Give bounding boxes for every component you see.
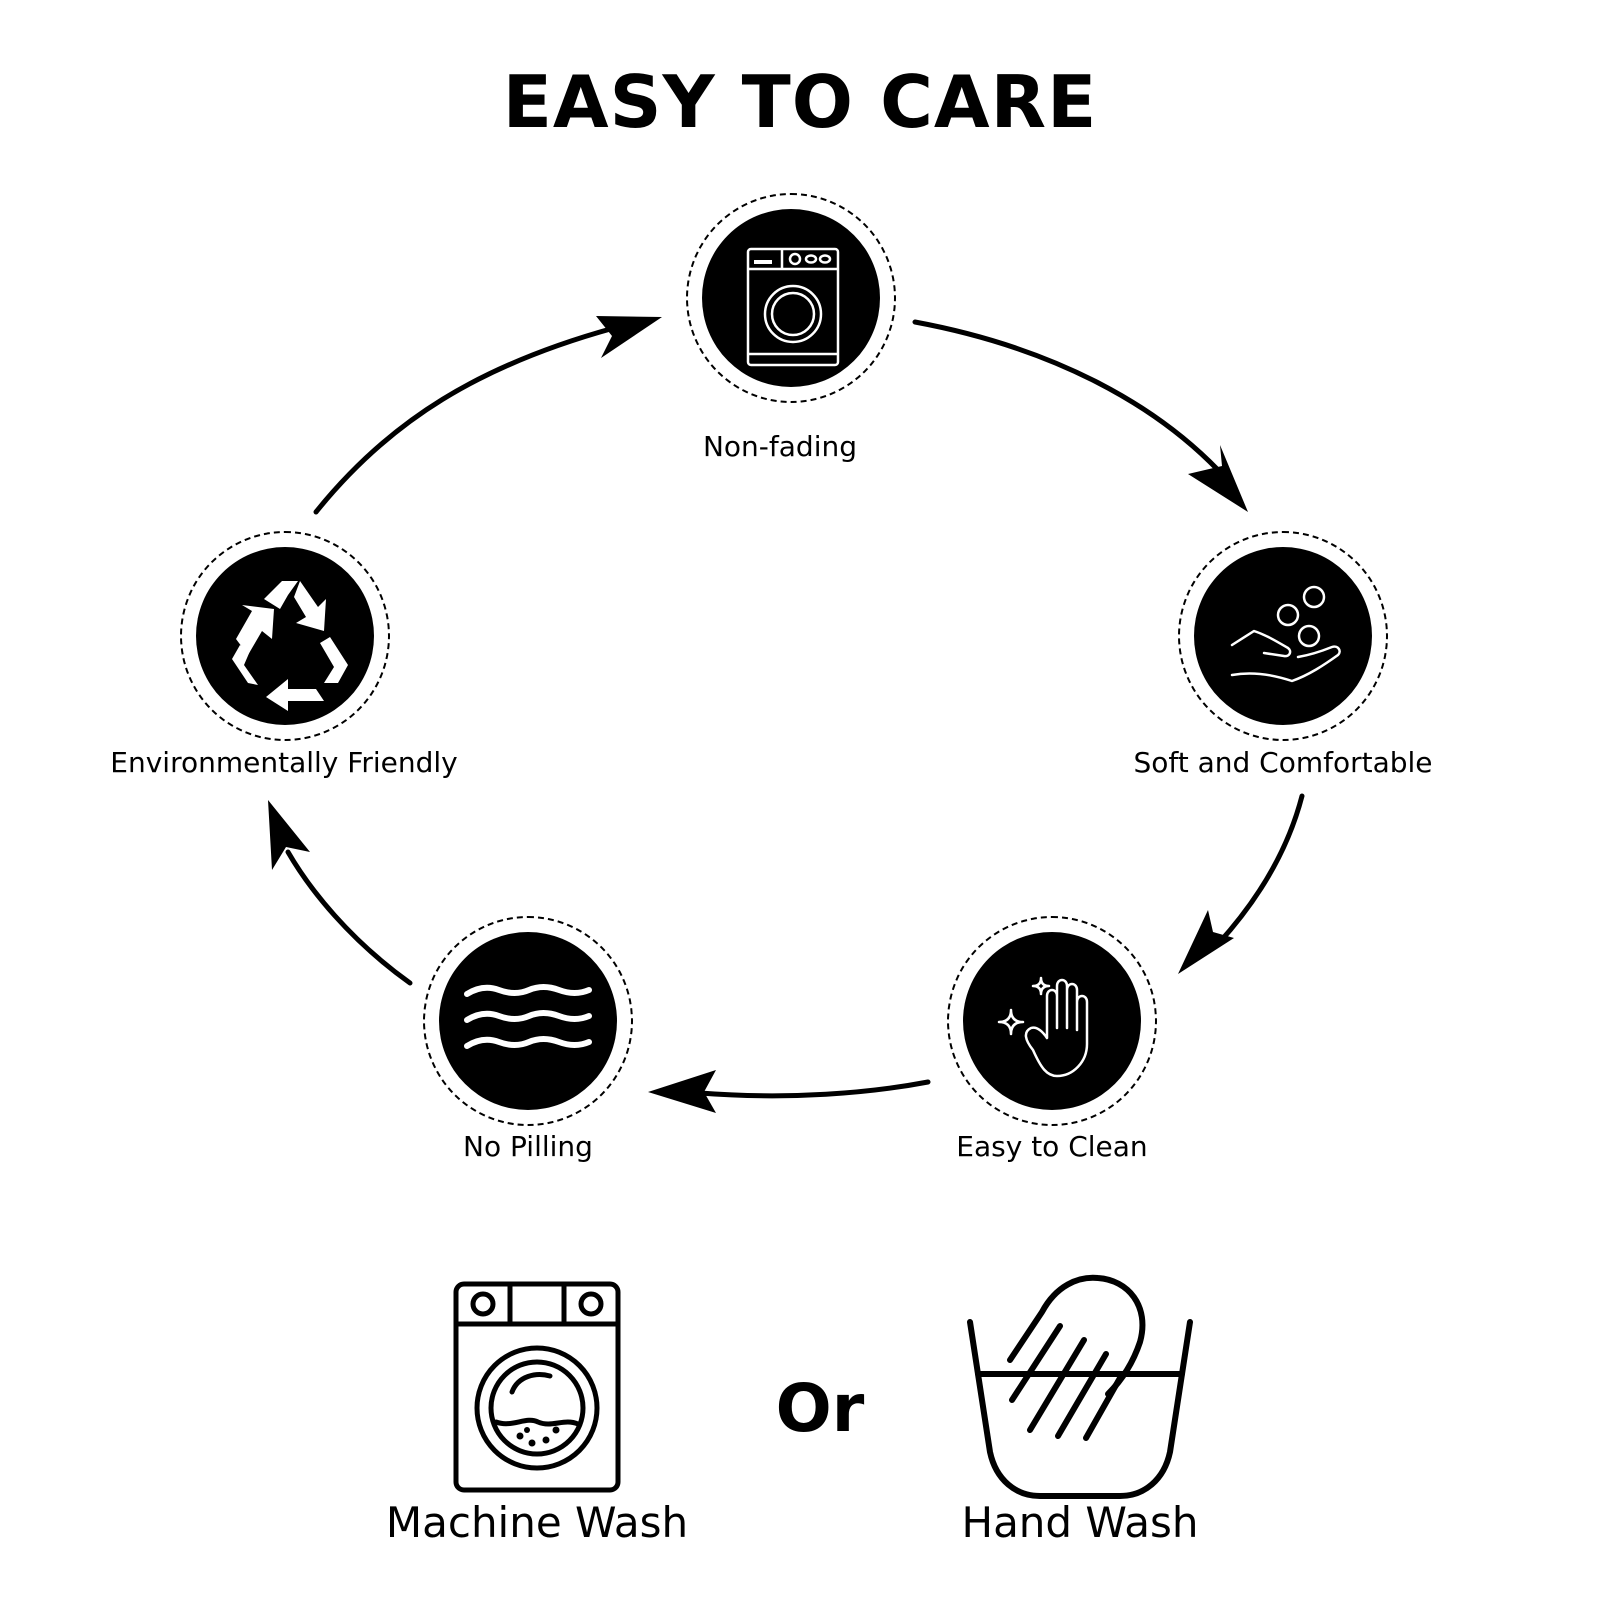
icon-disc: [439, 932, 617, 1110]
edge-eco-to-non-fading: [313, 325, 617, 515]
recycle-icon: [232, 581, 348, 711]
machine-wash-icon: [453, 1281, 621, 1493]
label-soft-and-comfortable: Soft and Comfortable: [1133, 746, 1433, 779]
label-no-pilling: No Pilling: [463, 1130, 593, 1163]
washing-machine-icon: [746, 247, 840, 367]
or-label: Or: [775, 1370, 865, 1447]
dashed-ring: [1178, 531, 1388, 741]
hand-wash-icon: [967, 1274, 1193, 1499]
machine-wash-label: Machine Wash: [385, 1498, 689, 1547]
label-environmentally-friendly: Environmentally Friendly: [110, 746, 458, 779]
arrowhead-clean: [1178, 910, 1234, 974]
page-title: EASY TO CARE: [502, 60, 1098, 144]
icon-disc: [196, 547, 374, 725]
node-no-pilling: [423, 916, 633, 1126]
edge-pilling-to-eco: [285, 849, 413, 986]
node-non-fading: [686, 193, 896, 403]
edge-clean-to-pilling: [697, 1079, 931, 1099]
arrowhead-non-fading: [596, 316, 662, 358]
dashed-ring: [947, 916, 1157, 1126]
node-easy-to-clean: [947, 916, 1157, 1126]
arrowhead-pilling: [648, 1070, 716, 1113]
edge-non-fading-to-soft: [912, 319, 1221, 473]
sparkle-hand-icon: [997, 976, 1089, 1078]
node-environmentally-friendly: [180, 531, 390, 741]
arrowhead-soft: [1188, 445, 1248, 512]
label-non-fading: Non-fading: [702, 430, 857, 463]
node-soft-and-comfortable: [1178, 531, 1388, 741]
hand-wash-label: Hand Wash: [961, 1498, 1199, 1547]
waves-icon: [464, 984, 592, 1049]
arrowhead-eco: [268, 800, 310, 870]
dashed-ring: [423, 916, 633, 1126]
dashed-ring: [180, 531, 390, 741]
dashed-ring: [686, 193, 896, 403]
hand-bubbles-icon: [1230, 585, 1341, 683]
icon-disc: [1194, 547, 1372, 725]
edge-soft-to-clean: [1215, 793, 1305, 947]
icon-disc: [702, 209, 880, 387]
icon-disc: [963, 932, 1141, 1110]
label-easy-to-clean: Easy to Clean: [956, 1130, 1148, 1163]
